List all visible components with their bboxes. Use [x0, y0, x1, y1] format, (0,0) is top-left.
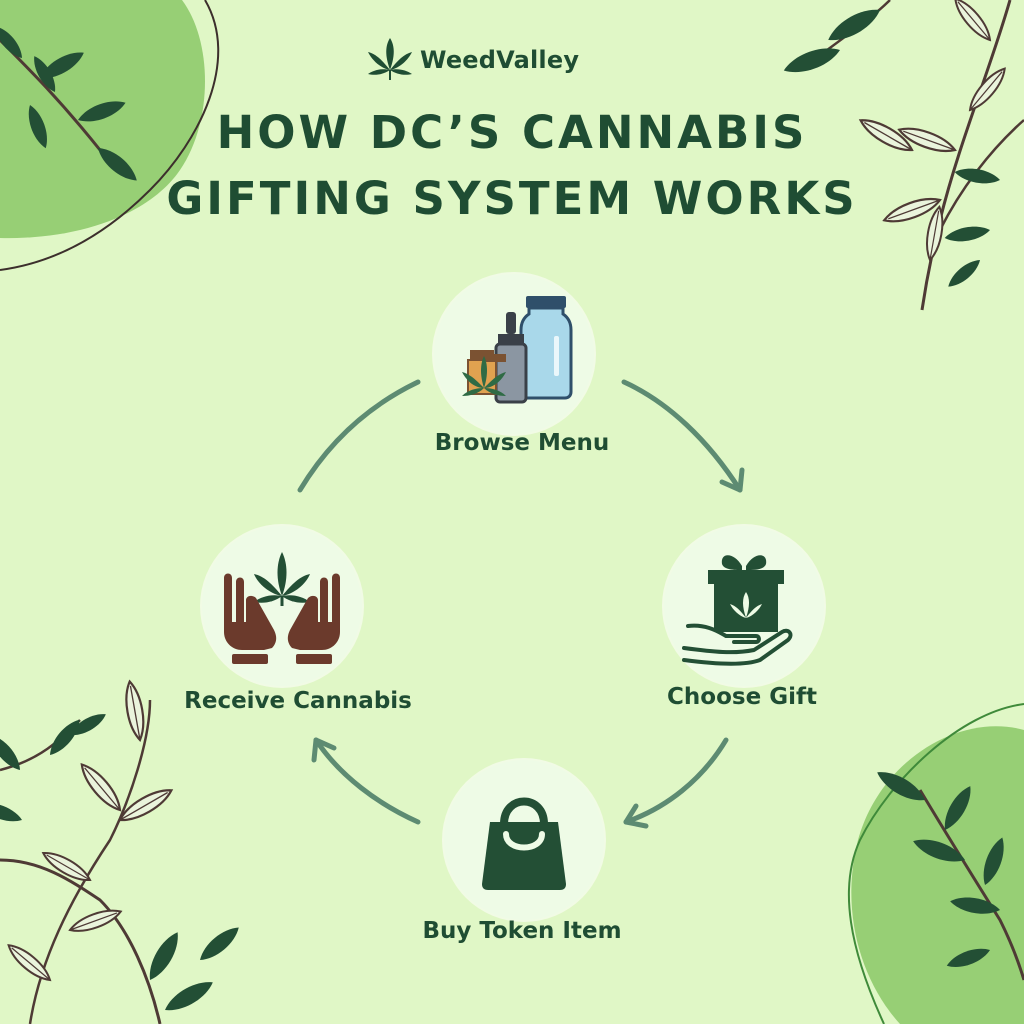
step-receive-cannabis-circle — [202, 526, 362, 686]
page-title: HOW DC’S CANNABIS GIFTING SYSTEM WORKS — [0, 100, 1024, 232]
title-line-1: HOW DC’S CANNABIS — [216, 106, 808, 159]
hands-leaf-icon — [224, 552, 340, 664]
step-receive-cannabis-label: Receive Cannabis — [184, 688, 412, 714]
step-buy-token-item-circle — [444, 760, 604, 920]
product-bottles-icon — [462, 296, 573, 404]
arrow-menu-to-gift-head — [719, 467, 745, 493]
arrow-receive-to-menu — [297, 379, 421, 493]
step-choose-gift-label: Choose Gift — [667, 684, 817, 710]
arrow-token-to-receive-head — [311, 737, 337, 763]
cannabis-leaf-icon — [368, 38, 412, 80]
brand-header: WeedValley — [366, 36, 579, 84]
arrow-token-to-receive — [313, 737, 421, 825]
arrow-gift-to-token-head — [623, 803, 649, 829]
top-left-branch — [0, 22, 142, 187]
bottom-right-branch — [873, 765, 1024, 981]
brand-name: WeedValley — [420, 46, 580, 74]
arrow-menu-to-gift — [621, 379, 743, 493]
bottom-left-branch — [0, 679, 244, 1024]
gift-box-hand-icon — [682, 555, 793, 666]
arrow-gift-to-token — [623, 737, 729, 825]
shopping-bag-icon — [482, 797, 566, 890]
top-left-blob — [0, 0, 205, 239]
top-right-branch — [780, 0, 1024, 311]
step-choose-gift-circle — [664, 526, 824, 686]
title-line-2: GIFTING SYSTEM WORKS — [166, 172, 858, 225]
step-buy-token-item-label: Buy Token Item — [422, 918, 622, 944]
step-browse-menu-circle — [434, 274, 594, 434]
step-browse-menu-label: Browse Menu — [434, 430, 610, 456]
